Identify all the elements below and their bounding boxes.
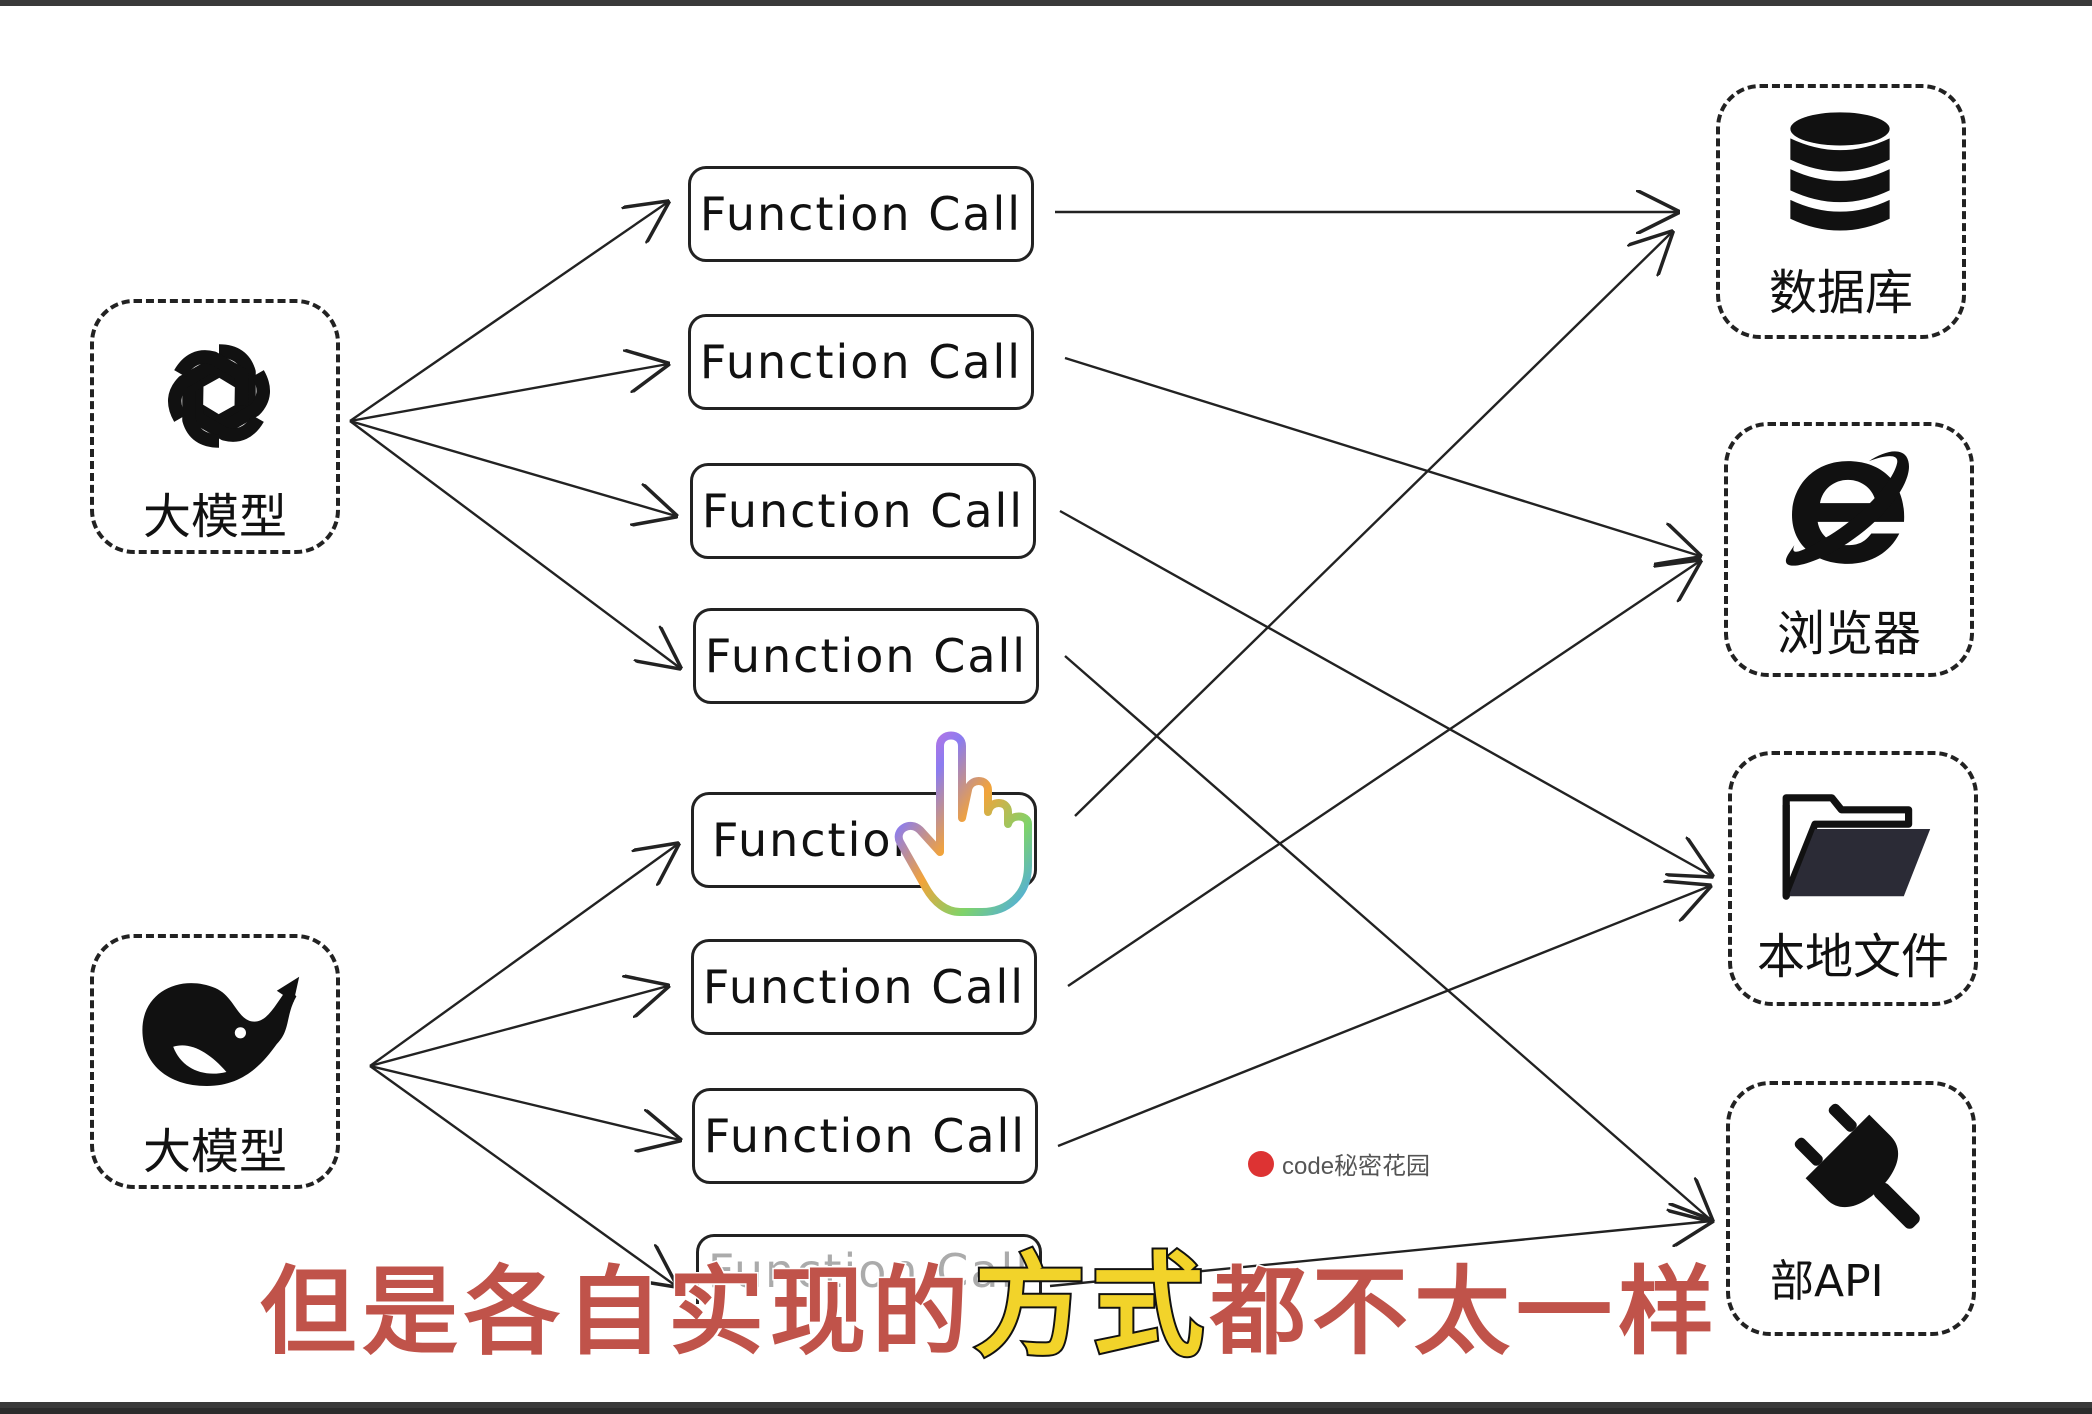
model-group-deepseek: 大模型 — [90, 934, 340, 1189]
model-label: 大模型 — [142, 489, 287, 545]
deepseek-whale-icon — [142, 976, 300, 1086]
subtitle-highlight: 方式 — [972, 1240, 1210, 1374]
arrow-fc6-browser — [1067, 561, 1700, 987]
arrow-fc4-api — [1064, 655, 1712, 1221]
folder-icon — [1782, 794, 1931, 900]
function-call-label: Function Call — [699, 187, 1023, 241]
subtitle-caption: 但是各自实现的方式都不太一样 — [259, 1216, 1720, 1378]
subtitle-part2: 都不太一样 — [1209, 1255, 1720, 1370]
arrow-m1-fc1 — [349, 202, 668, 422]
openai-logo-icon — [144, 321, 294, 471]
target-group-browser: 浏览器 — [1724, 422, 1974, 677]
target-group-api: 部API — [1726, 1081, 1976, 1336]
arrow-m2-fc7 — [369, 1064, 680, 1140]
arrow-m2-fc5 — [369, 844, 678, 1067]
function-call-label: Function Call — [703, 1109, 1027, 1163]
function-call-box: Function Call — [690, 463, 1036, 559]
function-call-box: Function Call — [693, 608, 1039, 704]
subtitle-part1: 但是各自实现的 — [259, 1255, 974, 1370]
database-icon — [1790, 112, 1890, 231]
model-group-openai: 大模型 — [90, 299, 340, 554]
connection-arrows — [349, 6, 2092, 1414]
function-call-label: Function Call — [701, 484, 1025, 538]
watermark: code秘密花园 — [1248, 1146, 1430, 1181]
arrow-fc2-browser — [1064, 356, 1700, 556]
arrow-fc3-files — [1059, 509, 1712, 876]
target-label: 部API — [1770, 1256, 1884, 1307]
target-label: 浏览器 — [1776, 606, 1921, 662]
plug-icon — [1794, 1103, 1920, 1229]
arrow-m2-fc6 — [369, 986, 668, 1068]
arrow-m1-fc2 — [349, 364, 668, 423]
function-call-box: Function Call — [692, 1088, 1038, 1184]
watermark-text: code秘密花园 — [1282, 1153, 1431, 1180]
arrow-fc7-files — [1057, 886, 1710, 1148]
function-call-label: Function Call — [702, 960, 1026, 1014]
function-call-label: Function — [712, 813, 924, 867]
function-call-box: Function Call — [691, 939, 1037, 1035]
arrow-m2-fc8 — [369, 1065, 676, 1286]
function-call-label: Function Call — [704, 629, 1028, 683]
arrow-fc5-db — [1074, 232, 1672, 817]
function-call-label: Function Call — [707, 1243, 1031, 1298]
arrow-fc8-api — [1049, 1221, 1712, 1288]
arrow-m1-fc4 — [349, 420, 680, 668]
function-call-box: Function Call — [688, 166, 1034, 262]
target-label: 本地文件 — [1756, 929, 1949, 985]
hand-pointer-icon — [894, 731, 1032, 916]
target-label: 数据库 — [1768, 265, 1913, 321]
function-call-label: Function Call — [699, 335, 1023, 389]
function-call-box: Function Call — [688, 314, 1034, 410]
target-group-files: 本地文件 — [1728, 751, 1978, 1006]
arrow-m1-fc3 — [349, 419, 676, 516]
watermark-logo-icon — [1248, 1150, 1274, 1177]
model-label: 大模型 — [142, 1124, 287, 1180]
target-group-database: 数据库 — [1716, 84, 1966, 339]
browser-e-icon — [1785, 451, 1909, 566]
function-call-box: Function Call — [696, 1234, 1042, 1304]
